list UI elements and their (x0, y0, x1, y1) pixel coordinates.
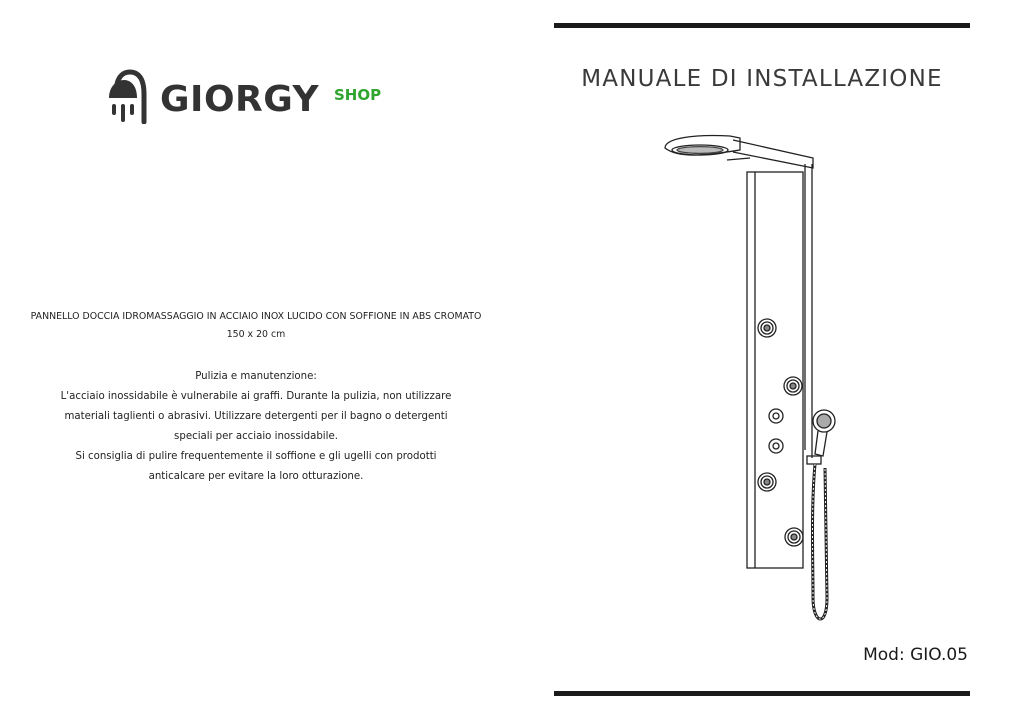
care-line: speciali per acciaio inossidabile. (174, 431, 338, 442)
care-title: Pulizia e manutenzione: (195, 371, 317, 382)
shower-head-icon (109, 69, 147, 124)
brand-logo: GIORGY SHOP (108, 68, 408, 126)
top-divider (554, 23, 970, 28)
shower-panel-illustration (664, 134, 836, 621)
model-number: Mod: GIO.05 (863, 645, 968, 665)
care-line: L'acciaio inossidabile è vulnerabile ai … (60, 391, 452, 402)
care-line: Si consiglia di pulire frequentemente il… (75, 451, 437, 462)
manual-title: MANUALE DI INSTALLAZIONE (581, 66, 943, 92)
brand-name: GIORGY (160, 79, 320, 120)
care-line: anticalcare per evitare la loro otturazi… (148, 471, 364, 482)
bottom-divider (554, 691, 970, 696)
care-line: materiali taglienti o abrasivi. Utilizza… (64, 411, 448, 422)
product-size: 150 x 20 cm (226, 329, 286, 340)
product-title: PANNELLO DOCCIA IDROMASSAGGIO IN ACCIAIO… (30, 311, 482, 322)
brand-suffix: SHOP (334, 86, 382, 104)
